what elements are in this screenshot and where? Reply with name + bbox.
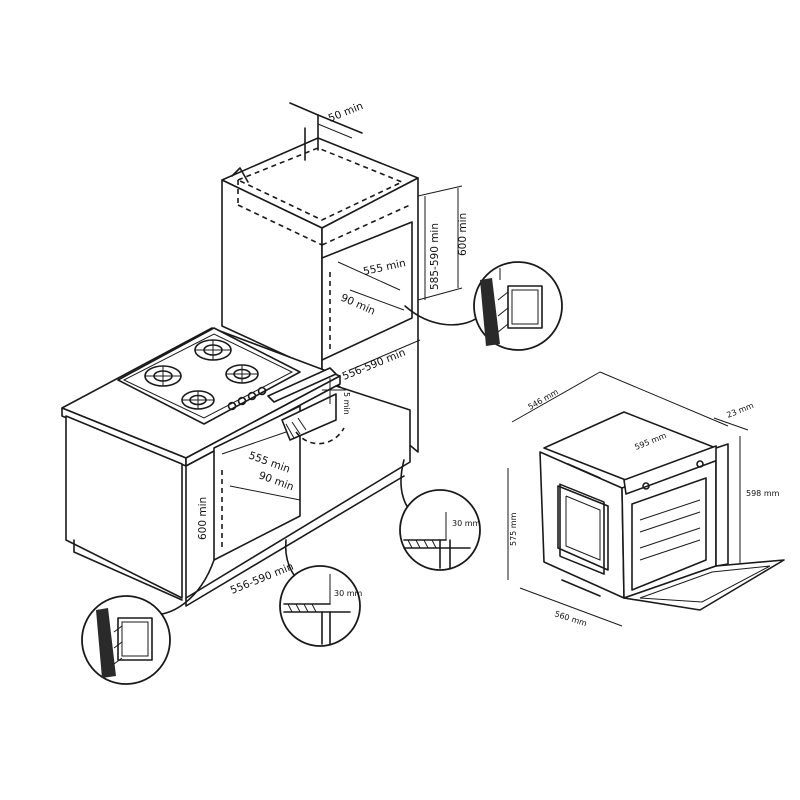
ventilation-detail-icon xyxy=(81,559,215,685)
label-oven-depth: 546 mm xyxy=(527,387,561,412)
ventilation-detail-icon xyxy=(404,261,563,351)
hob xyxy=(117,327,301,425)
label-oven-body-width: 560 mm xyxy=(553,609,588,628)
label-oven-height: 598 mm xyxy=(746,489,780,498)
label-oven-body-height: 575 mm xyxy=(509,512,518,546)
label-upper-height: 600 min xyxy=(457,213,469,256)
label-hob-gap: 5 min xyxy=(342,392,351,415)
label-upper-height-range: 585-590 min xyxy=(429,223,441,290)
burner-icon xyxy=(194,339,232,361)
burner-icon xyxy=(225,364,259,384)
floor-gap-detail-left xyxy=(279,539,361,647)
label-oven-frame: 23 mm xyxy=(725,401,755,420)
label-lower-height: 600 min xyxy=(197,497,209,540)
floor-gap-detail-right xyxy=(399,459,481,571)
hob-gap-bracket xyxy=(267,367,346,445)
label-floor-gap-left: 30 mm xyxy=(334,589,363,598)
oven xyxy=(507,371,785,627)
knob-icon xyxy=(227,386,267,411)
upper-cabinet xyxy=(221,102,463,453)
burner-icon xyxy=(181,390,215,410)
label-top-gap: 50 min xyxy=(327,100,365,125)
burner-icon xyxy=(144,365,182,387)
label-floor-gap-right: 30 mm xyxy=(452,519,481,528)
